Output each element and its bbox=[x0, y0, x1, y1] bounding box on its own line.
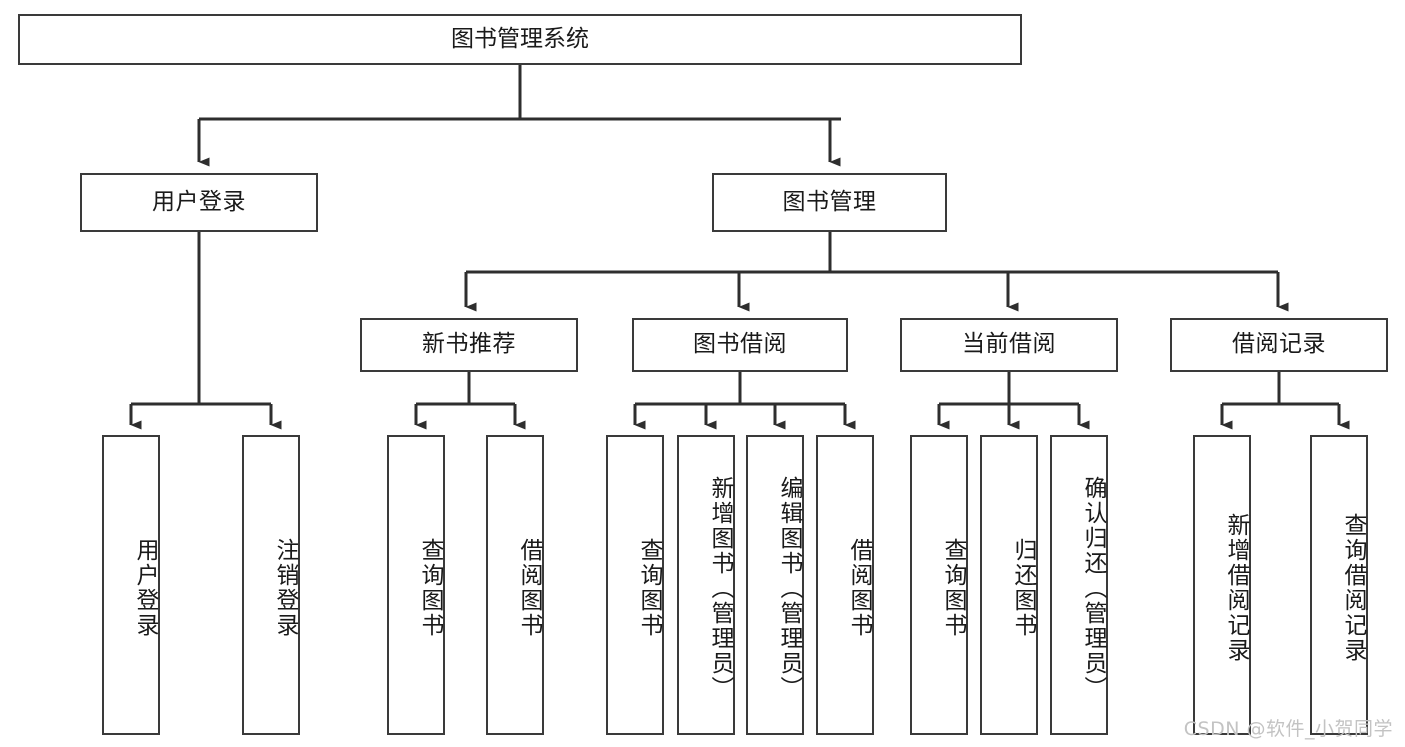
leaf-return-book[interactable]: 归还图书 bbox=[980, 435, 1038, 735]
leaf-query-book-current[interactable]: 查询图书 bbox=[910, 435, 968, 735]
node-label: 编辑图书（管理员） bbox=[776, 475, 802, 701]
node-label: 图书借阅 bbox=[693, 331, 787, 358]
node-label: 借阅图书 bbox=[846, 538, 872, 638]
node-book-borrow[interactable]: 图书借阅 bbox=[632, 318, 848, 372]
leaf-confirm-return-admin[interactable]: 确认归还（管理员） bbox=[1050, 435, 1108, 735]
leaf-edit-book-admin[interactable]: 编辑图书（管理员） bbox=[746, 435, 804, 735]
node-borrow-record[interactable]: 借阅记录 bbox=[1170, 318, 1388, 372]
leaf-user-login[interactable]: 用户登录 bbox=[102, 435, 160, 735]
node-label: 查询借阅记录 bbox=[1340, 513, 1366, 663]
leaf-query-book-recommend[interactable]: 查询图书 bbox=[387, 435, 445, 735]
node-label: 查询图书 bbox=[417, 538, 443, 638]
node-label: 查询图书 bbox=[940, 538, 966, 638]
node-label: 查询图书 bbox=[636, 538, 662, 638]
node-label: 图书管理系统 bbox=[451, 25, 589, 52]
node-label: 图书管理 bbox=[782, 188, 877, 215]
node-label: 借阅图书 bbox=[516, 538, 542, 638]
node-new-book-recommend[interactable]: 新书推荐 bbox=[360, 318, 578, 372]
node-label: 借阅记录 bbox=[1232, 331, 1326, 358]
csdn-watermark: CSDN @软件_小贺同学 bbox=[1183, 718, 1393, 740]
node-root-system[interactable]: 图书管理系统 bbox=[18, 14, 1022, 65]
leaf-borrow-book-recommend[interactable]: 借阅图书 bbox=[486, 435, 544, 735]
leaf-borrow-book[interactable]: 借阅图书 bbox=[816, 435, 874, 735]
node-label: 用户登录 bbox=[132, 538, 158, 638]
leaf-add-book-admin[interactable]: 新增图书（管理员） bbox=[677, 435, 735, 735]
leaf-query-book-borrow[interactable]: 查询图书 bbox=[606, 435, 664, 735]
node-label: 当前借阅 bbox=[962, 331, 1056, 358]
node-label: 新增图书（管理员） bbox=[707, 475, 733, 701]
node-label: 归还图书 bbox=[1010, 538, 1036, 638]
node-label: 新书推荐 bbox=[422, 331, 516, 358]
leaf-add-borrow-record[interactable]: 新增借阅记录 bbox=[1193, 435, 1251, 735]
node-book-management-module[interactable]: 图书管理 bbox=[712, 173, 947, 232]
node-label: 确认归还（管理员） bbox=[1080, 475, 1106, 701]
node-label: 注销登录 bbox=[272, 538, 298, 638]
node-label: 用户登录 bbox=[152, 188, 246, 215]
node-label: 新增借阅记录 bbox=[1223, 513, 1249, 663]
node-current-borrow[interactable]: 当前借阅 bbox=[900, 318, 1118, 372]
leaf-query-borrow-record[interactable]: 查询借阅记录 bbox=[1310, 435, 1368, 735]
node-user-login-module[interactable]: 用户登录 bbox=[80, 173, 318, 232]
leaf-logout[interactable]: 注销登录 bbox=[242, 435, 300, 735]
